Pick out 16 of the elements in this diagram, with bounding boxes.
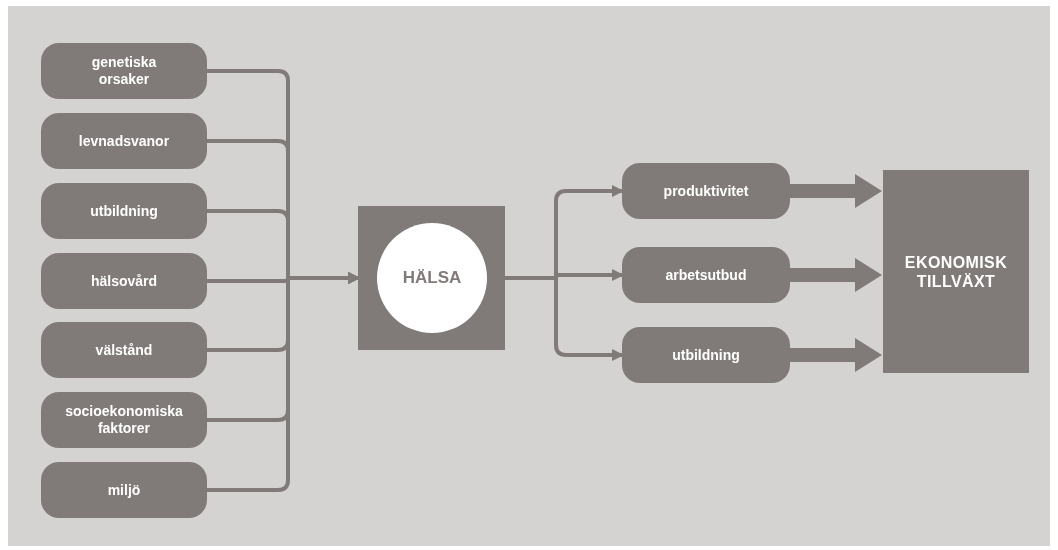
factor-box: miljö: [41, 462, 207, 518]
factor-box: genetiska orsaker: [41, 43, 207, 99]
block-arrow: [790, 338, 882, 372]
factor-box: levnadsvanor: [41, 113, 207, 169]
factor-box: produktivitet: [622, 163, 790, 219]
factor-box: socioekonomiska faktorer: [41, 392, 207, 448]
connector-arrow: [505, 276, 624, 361]
block-arrow: [790, 258, 882, 292]
block-arrow: [790, 174, 882, 208]
factor-box: välstånd: [41, 322, 207, 378]
factor-box: utbildning: [41, 183, 207, 239]
health-square: [358, 206, 505, 350]
factor-box: hälsovård: [41, 253, 207, 309]
factor-box: utbildning: [622, 327, 790, 383]
growth-box: EKONOMISK TILLVÄXT: [883, 170, 1029, 373]
factor-box: arbetsutbud: [622, 247, 790, 303]
